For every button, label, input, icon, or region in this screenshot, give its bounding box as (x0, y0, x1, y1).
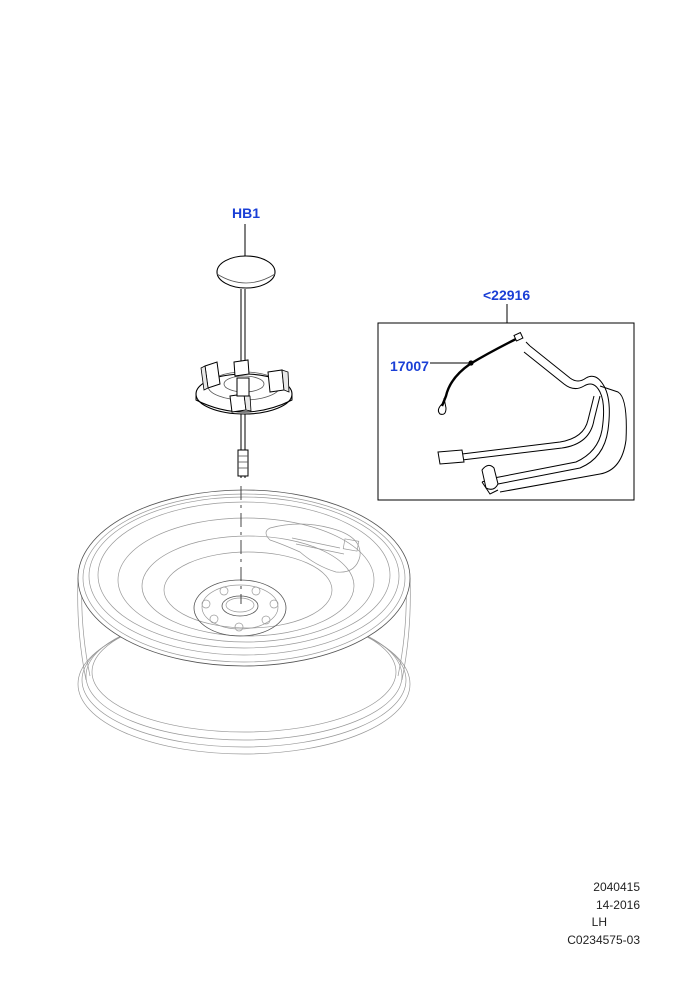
callout-22916[interactable]: <22916 (483, 287, 531, 303)
callout-hb1[interactable]: HB1 (232, 205, 261, 221)
tether-cable[interactable] (430, 331, 524, 415)
callout-17007[interactable]: 17007 (390, 358, 429, 374)
footer-side: LH (591, 915, 607, 929)
spare-wheel[interactable] (77, 486, 411, 755)
jack-handle-kit[interactable] (377, 304, 635, 501)
footer-date-code: 14-2016 (595, 898, 640, 912)
footer-reference-number: 2040415 (593, 880, 640, 894)
footer-illustration-id: C0234575-03 (567, 933, 640, 947)
wheel-clamp-assembly[interactable] (195, 224, 293, 478)
